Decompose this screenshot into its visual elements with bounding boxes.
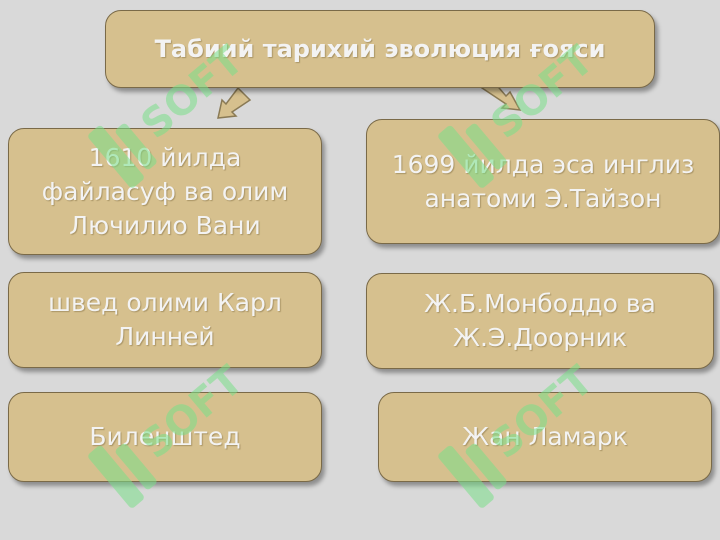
node-lamarck: Жан Ламарк bbox=[378, 392, 712, 482]
node-linnaeus-text: швед олими Карл Линней bbox=[48, 288, 282, 351]
node-monboddo-text: Ж.Б.Монбоддо ва Ж.Э.Доорник bbox=[424, 289, 656, 352]
arrow-left bbox=[217, 86, 252, 119]
node-linnaeus: швед олими Карл Линней bbox=[8, 272, 322, 368]
diagram-title: Табиий тарихий эволюция ғояси bbox=[105, 10, 655, 88]
node-bilenshted: Биленштед bbox=[8, 392, 322, 482]
node-vani: 1610 йилда файласуф ва олим Лючилио Вани bbox=[8, 128, 322, 255]
node-tyson-text: 1699 йилда эса инглиз анатоми Э.Тайзон bbox=[391, 149, 695, 213]
node-bilenshted-text: Биленштед bbox=[89, 422, 241, 451]
node-tyson: 1699 йилда эса инглиз анатоми Э.Тайзон bbox=[366, 119, 720, 244]
node-lamarck-text: Жан Ламарк bbox=[462, 422, 628, 451]
node-vani-text: 1610 йилда файласуф ва олим Лючилио Вани bbox=[41, 142, 289, 240]
diagram-title-text: Табиий тарихий эволюция ғояси bbox=[154, 34, 606, 63]
node-monboddo: Ж.Б.Монбоддо ва Ж.Э.Доорник bbox=[366, 273, 714, 369]
